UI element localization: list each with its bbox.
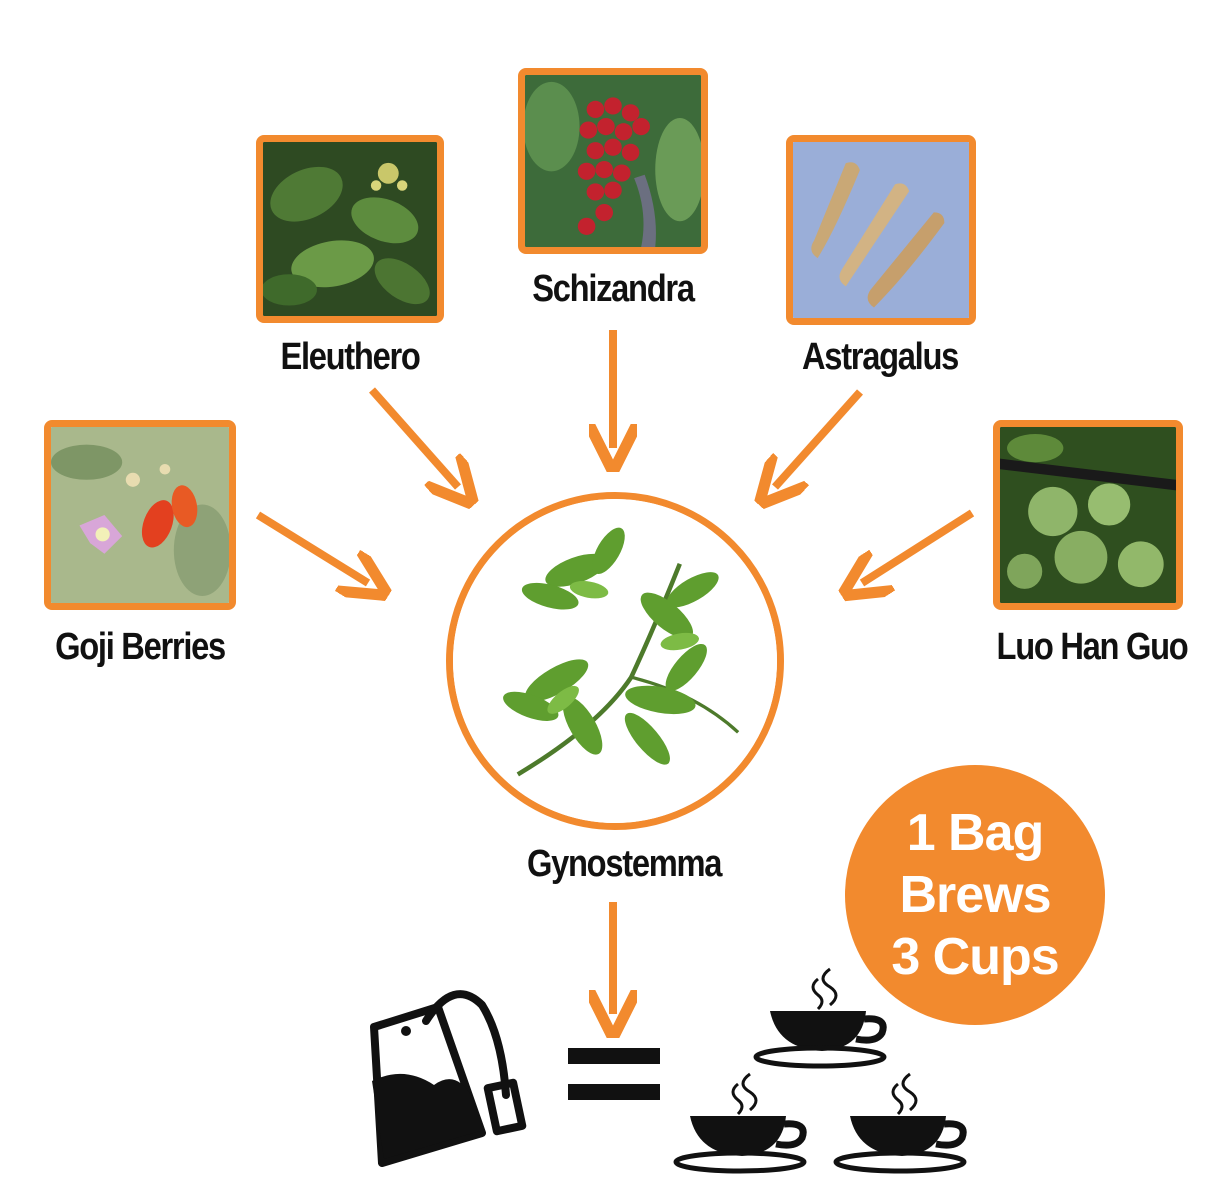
- astragalus-photo: [786, 135, 976, 325]
- brew-badge: 1 Bag Brews 3 Cups: [845, 765, 1105, 1025]
- astragalus-label: Astragalus: [801, 336, 959, 378]
- tea-cup-icon-top: [753, 967, 887, 1069]
- tea-bag-icon: [370, 990, 527, 1167]
- schizandra-photo: [518, 68, 708, 254]
- tea-cup-icon-right: [833, 1072, 967, 1174]
- tea-cup-icon-left: [673, 1072, 807, 1174]
- equals-icon: [568, 1048, 660, 1100]
- luo-han-guo-label: Luo Han Guo: [996, 626, 1189, 668]
- gynostemma-label: Gynostemma: [527, 843, 722, 885]
- goji-berries-photo: [44, 420, 236, 610]
- gynostemma-illustration: [446, 492, 784, 830]
- arrow-astragalus: [775, 389, 863, 487]
- arrow-eleuthero: [369, 387, 458, 487]
- goji-berries-label: Goji Berries: [55, 626, 226, 668]
- badge-line-3: 3 Cups: [891, 928, 1059, 986]
- eleuthero-photo: [256, 135, 444, 323]
- arrow-luohanguo: [862, 509, 975, 583]
- badge-line-1: 1 Bag: [906, 804, 1045, 862]
- eleuthero-label: Eleuthero: [280, 336, 420, 378]
- badge-line-2: Brews: [899, 866, 1051, 924]
- arrow-goji: [255, 511, 368, 583]
- schizandra-label: Schizandra: [532, 268, 695, 310]
- luo-han-guo-photo: [993, 420, 1183, 610]
